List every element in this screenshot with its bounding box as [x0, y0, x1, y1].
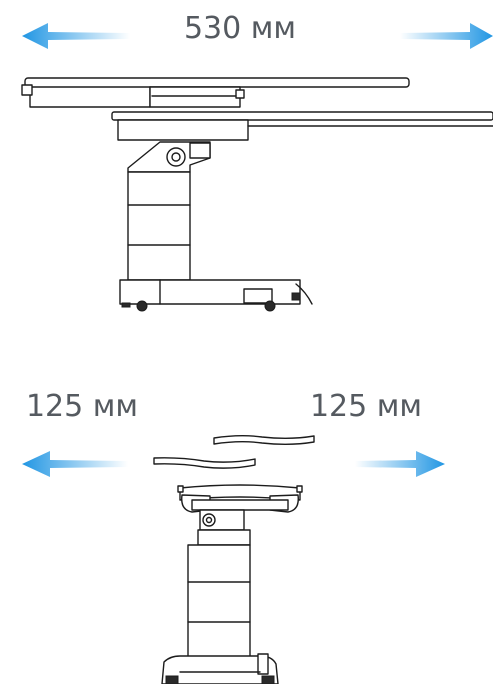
top-travel-label: 530 мм	[184, 11, 296, 46]
bottom-right-arrow-icon	[355, 451, 445, 477]
side-view-table-drawing	[21, 77, 493, 312]
end-view-table-drawing	[153, 435, 315, 684]
bottom-right-label: 125 мм	[310, 389, 422, 424]
top-left-arrow-icon	[22, 23, 130, 49]
bottom-left-arrow-icon	[22, 451, 128, 477]
top-right-arrow-icon	[400, 23, 493, 49]
bottom-left-label: 125 мм	[26, 389, 138, 424]
